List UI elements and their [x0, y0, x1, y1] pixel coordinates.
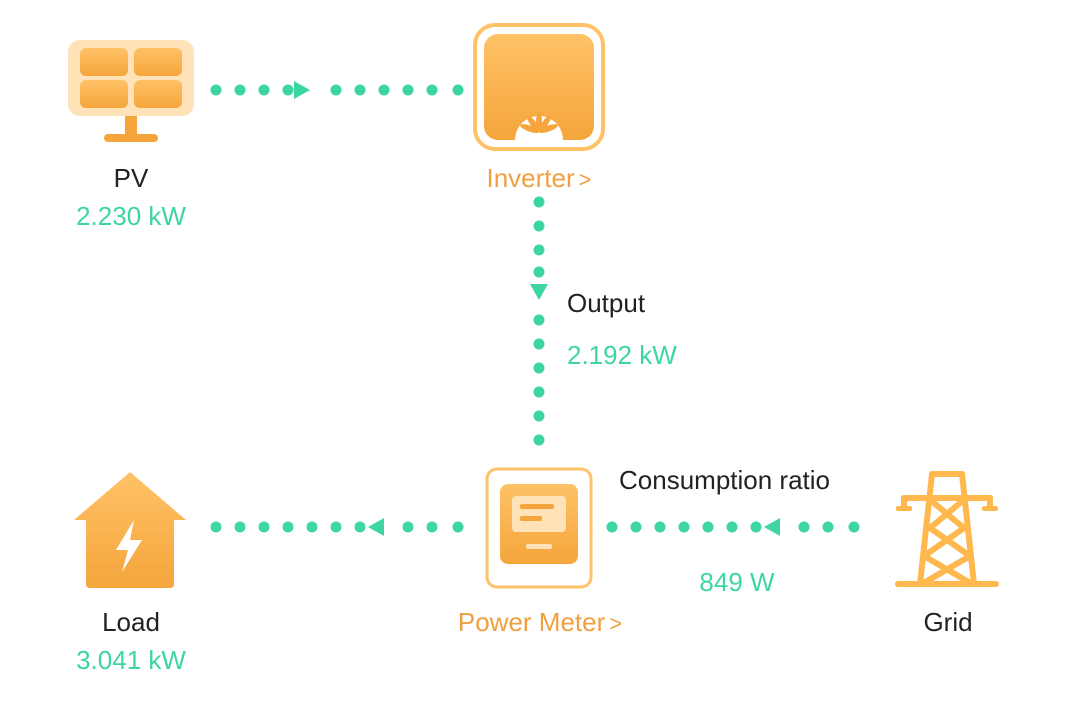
- flow-dot: [533, 338, 545, 350]
- flow-dot: [533, 410, 545, 422]
- flow-dot: [282, 521, 294, 533]
- flow-dot: [210, 84, 222, 96]
- flow-line-grid-to-meter: [606, 518, 860, 536]
- flow-dot: [654, 521, 666, 533]
- flow-dot: [452, 84, 464, 96]
- flow-line-inverter-to-meter: [530, 196, 548, 446]
- flow-dot: [630, 521, 642, 533]
- flow-dot: [533, 220, 545, 232]
- flow-dot: [258, 521, 270, 533]
- flow-dot: [402, 84, 414, 96]
- flow-dot: [330, 84, 342, 96]
- pv-label: PV: [113, 163, 149, 193]
- flow-arrow-icon: [764, 518, 780, 536]
- chevron-right-icon: >: [609, 611, 623, 636]
- inverter-icon[interactable]: [472, 22, 606, 152]
- inverter-label: Inverter: [486, 163, 575, 193]
- flow-dot: [606, 521, 618, 533]
- flow-dot: [533, 386, 545, 398]
- solar-panel-icon: [68, 40, 194, 142]
- chevron-right-icon: >: [578, 167, 592, 192]
- consumption-ratio-label: Consumption ratio: [619, 465, 830, 495]
- flow-dot: [533, 434, 545, 446]
- flow-dot: [533, 244, 545, 256]
- house-lightning-icon: [74, 472, 186, 588]
- grid-flow-value: 849 W: [699, 567, 775, 597]
- flow-dot: [402, 521, 414, 533]
- flow-dot: [452, 521, 464, 533]
- flow-dot: [378, 84, 390, 96]
- flow-dot: [426, 521, 438, 533]
- flow-arrow-icon: [368, 518, 384, 536]
- power-meter-label: Power Meter: [457, 607, 606, 637]
- load-power-value: 3.041 kW: [76, 645, 186, 675]
- flow-dot: [678, 521, 690, 533]
- flow-dot: [306, 521, 318, 533]
- flow-dot: [798, 521, 810, 533]
- flow-dot: [354, 84, 366, 96]
- flow-dot: [330, 521, 342, 533]
- flow-dot: [234, 84, 246, 96]
- flow-dot: [210, 521, 222, 533]
- flow-dot: [426, 84, 438, 96]
- inverter-link[interactable]: Inverter>: [486, 163, 591, 195]
- flow-dot: [702, 521, 714, 533]
- flow-dot: [533, 362, 545, 374]
- grid-label: Grid: [923, 607, 973, 637]
- flow-dot: [822, 521, 834, 533]
- flow-arrow-icon: [294, 81, 310, 99]
- power-meter-link[interactable]: Power Meter>: [458, 607, 622, 639]
- flow-arrow-icon: [530, 284, 548, 300]
- output-flow-value: 2.192 kW: [567, 340, 677, 370]
- pv-power-value: 2.230 kW: [76, 201, 186, 231]
- transmission-tower-icon: [895, 471, 999, 587]
- flow-line-pv-to-inverter: [210, 81, 464, 99]
- flow-line-meter-to-load: [210, 518, 464, 536]
- flow-dot: [750, 521, 762, 533]
- output-flow-label: Output: [567, 288, 646, 318]
- flow-dot: [533, 266, 545, 278]
- power-meter-icon[interactable]: [484, 466, 594, 590]
- flow-dot: [726, 521, 738, 533]
- flow-dot: [354, 521, 366, 533]
- flow-dot: [533, 196, 545, 208]
- flow-dot: [533, 314, 545, 326]
- flow-dot: [234, 521, 246, 533]
- load-label: Load: [102, 607, 160, 637]
- flow-dot: [258, 84, 270, 96]
- flow-dot: [848, 521, 860, 533]
- flow-dot: [282, 84, 294, 96]
